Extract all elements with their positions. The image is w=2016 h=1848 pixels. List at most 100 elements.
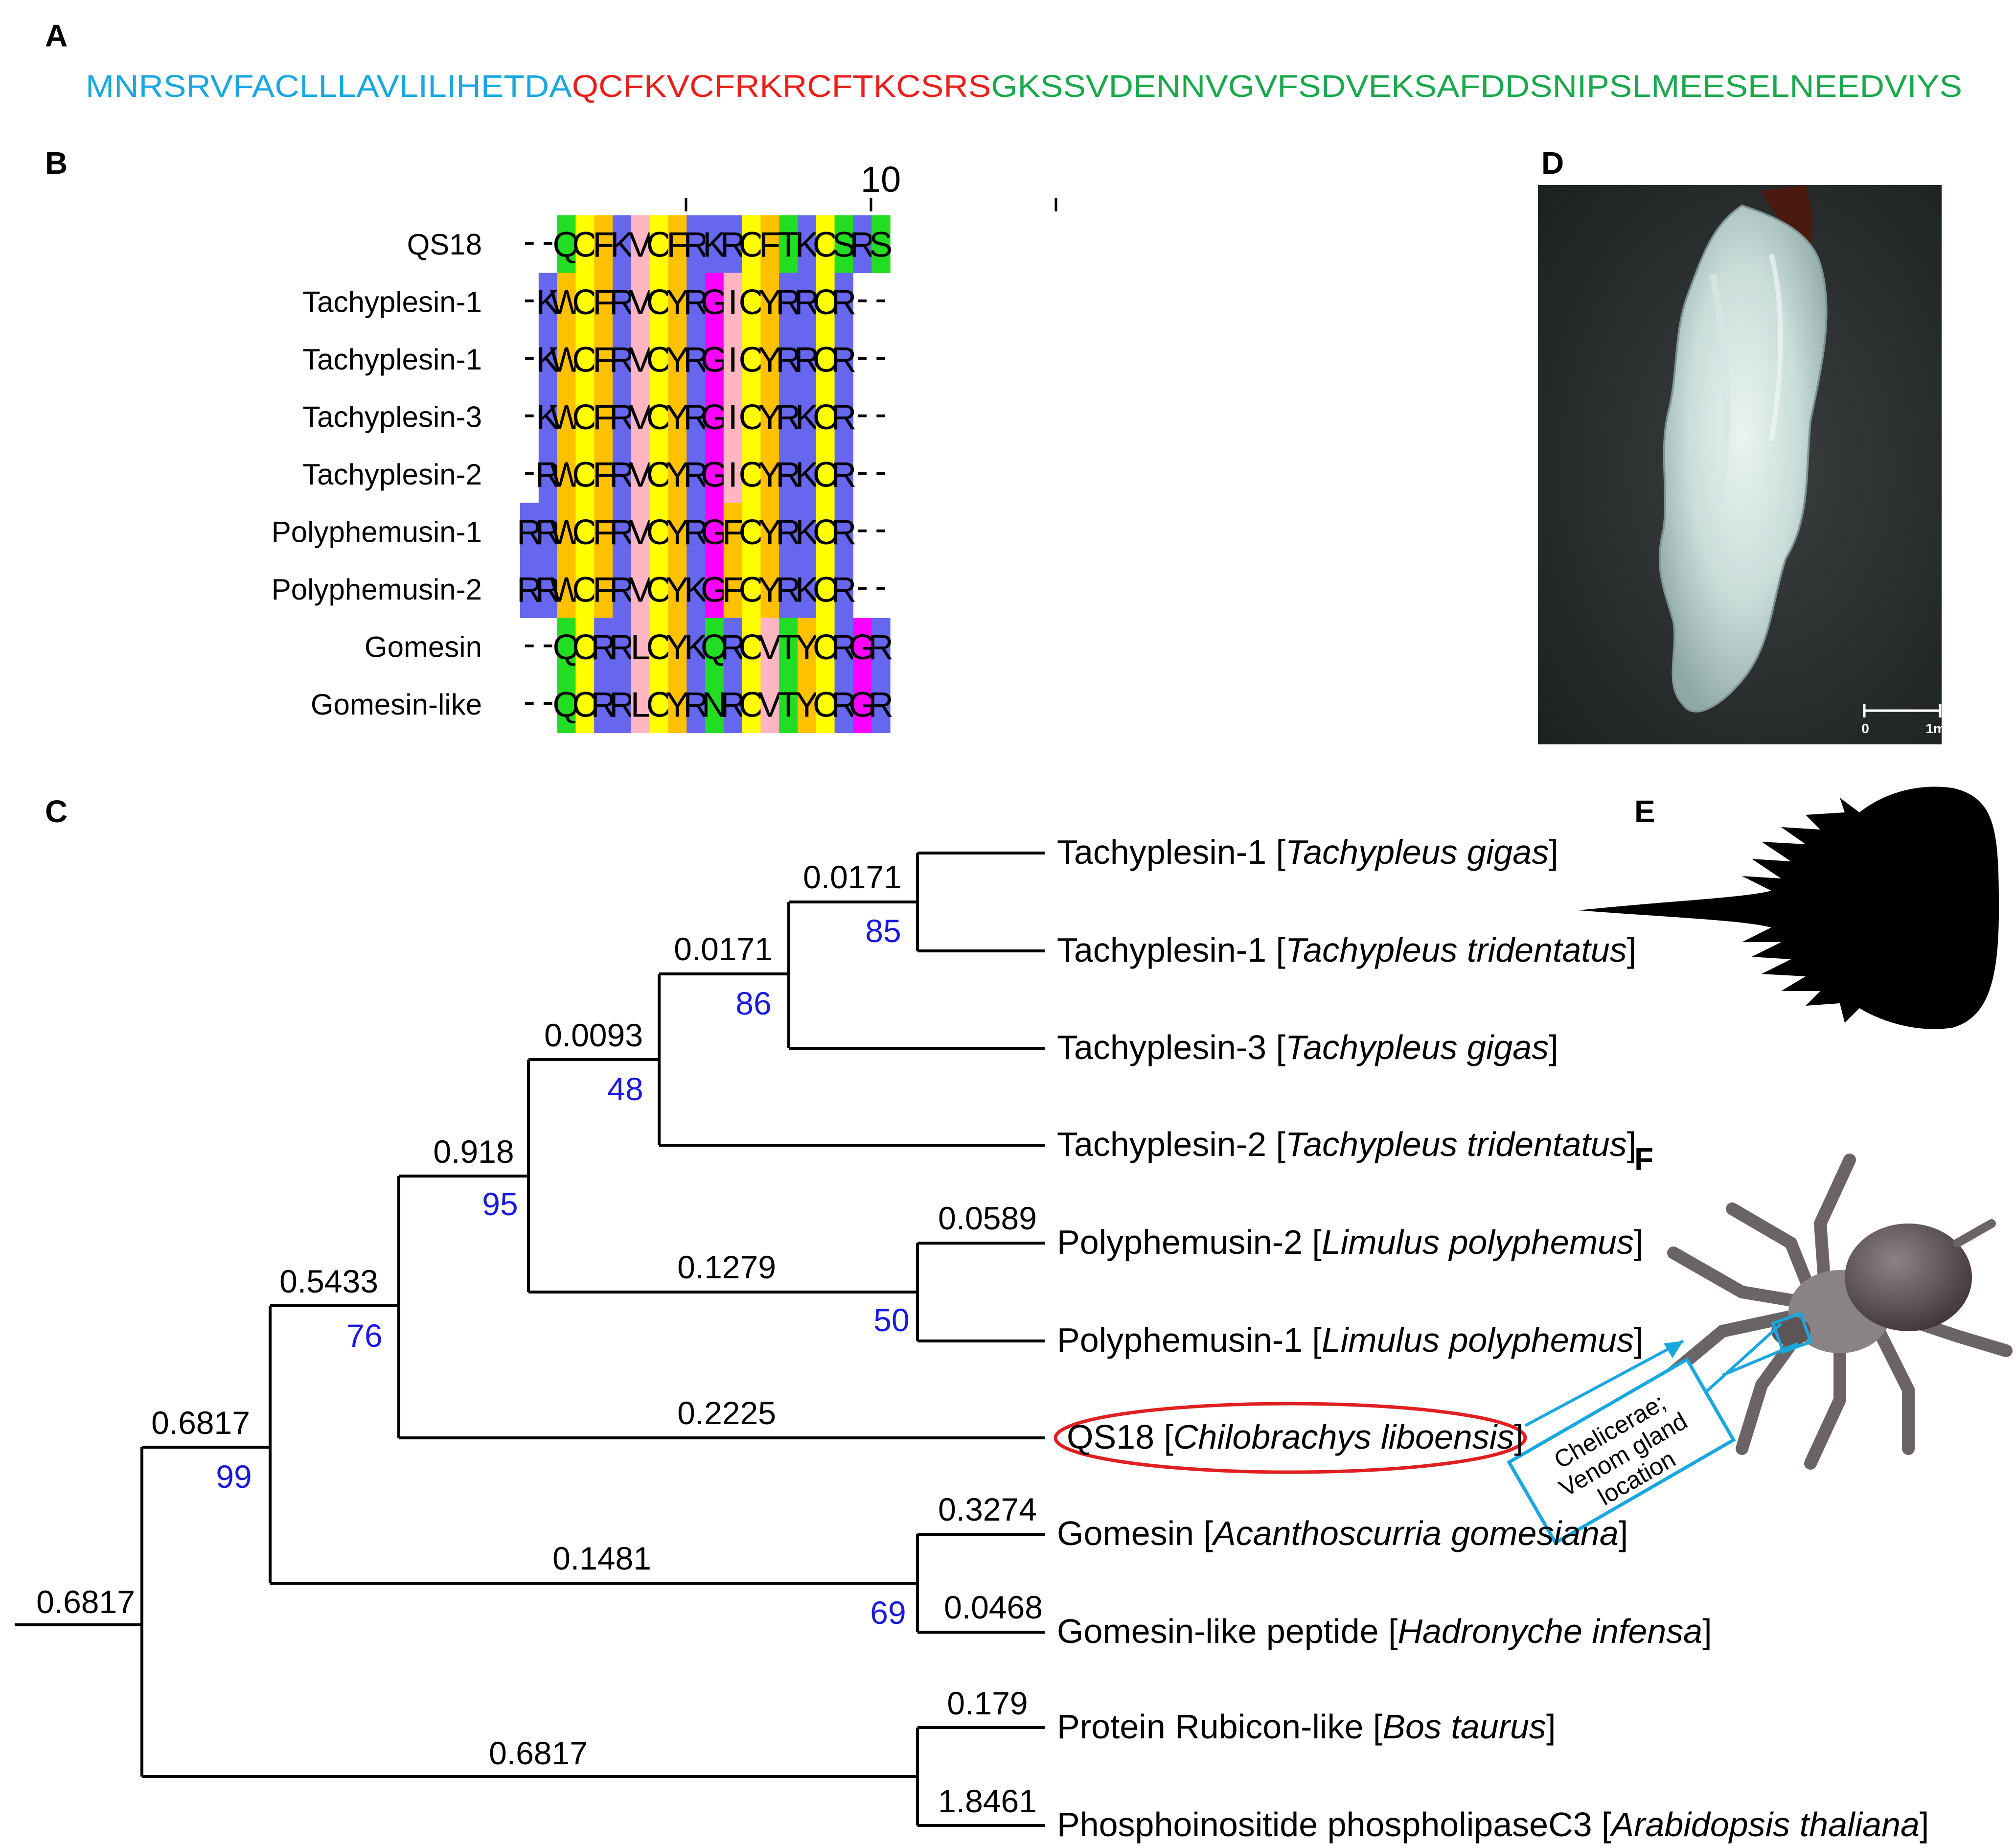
alignment-residue: C: [572, 341, 597, 380]
alignment-residue: C: [813, 456, 838, 495]
alignment-cell: [816, 388, 835, 446]
alignment-gap: -: [542, 221, 554, 260]
alignment-cell: [613, 273, 632, 331]
alignment-residue: C: [572, 283, 597, 322]
alignment-cell: [834, 503, 853, 561]
alignment-residue: V: [629, 456, 652, 495]
alignment-cell: [853, 618, 872, 676]
alignment-cell: [575, 273, 595, 331]
alignment-cell: [853, 215, 872, 274]
alignment-cell: [594, 560, 613, 619]
alignment-residue: F: [593, 513, 614, 552]
alignment-cell: [649, 445, 668, 504]
alignment-residue: R: [831, 283, 857, 322]
alignment-residue: K: [703, 226, 726, 265]
alignment-cell: [631, 388, 650, 446]
alignment-residue: R: [831, 456, 857, 495]
alignment-residue: K: [795, 513, 819, 552]
phylogenetic-tree: 0.0171 0.0171 0.0093 0.918 0.0589 0.1279…: [15, 833, 1929, 1844]
leaf-label: Tachyplesin-2 [Tachypleus tridentatus]: [1057, 1125, 1636, 1163]
alignment-residue: C: [739, 283, 764, 322]
alignment-cell: [705, 330, 724, 389]
alignment-residue: C: [813, 283, 838, 322]
alignment-residue: R: [683, 513, 709, 552]
alignment-cell: [575, 560, 595, 619]
alignment-cell: [613, 503, 632, 561]
alignment-cell: [742, 445, 761, 504]
alignment-gap: -: [875, 509, 887, 548]
alignment-residue: R: [831, 686, 857, 725]
alignment-residue: R: [831, 398, 857, 437]
alignment-cell: [557, 503, 576, 561]
alignment-cell: [760, 560, 779, 619]
alignment-residue: K: [684, 628, 708, 667]
alignment-residue: C: [813, 513, 838, 552]
spider-leg: [1873, 1325, 1915, 1455]
branch-length: 0.6817: [151, 1405, 250, 1441]
alignment-cell: [798, 445, 817, 504]
venom-gland: [1658, 204, 1828, 713]
alignment-residue: R: [591, 628, 616, 667]
alignment-residue: Y: [758, 571, 781, 610]
alignment-cell: [760, 618, 779, 676]
alignment-cell: [779, 675, 798, 734]
alignment-cell: [594, 330, 613, 389]
alignment-cell: [668, 618, 687, 676]
alignment-residue: R: [683, 341, 709, 380]
alignment-residue: C: [646, 226, 672, 265]
alignment-cell: [779, 618, 798, 676]
bootstrap-labels: 85 86 48 95 50 76 99 69: [216, 913, 909, 1631]
alignment-cell: [613, 445, 632, 504]
alignment-gap: -: [856, 279, 868, 318]
alignment-cell: [649, 503, 668, 561]
alignment-residue: C: [646, 571, 672, 610]
alignment-cell: [779, 388, 798, 446]
alignment-cell: [687, 675, 706, 734]
alignment-cell: [613, 560, 632, 619]
alignment-residue: G: [848, 686, 876, 725]
alignment-residue: C: [646, 513, 672, 552]
bootstrap-value: 76: [346, 1317, 382, 1354]
alignment-residue: K: [684, 571, 708, 610]
alignment-cell: [538, 273, 558, 331]
alignment-residue: C: [739, 513, 764, 552]
alignment-residue: Y: [758, 456, 781, 495]
alignment-cell: [631, 503, 650, 561]
alignment-cell: [649, 675, 668, 734]
alignment-residue: Y: [665, 456, 689, 495]
alignment-residue: R: [776, 398, 801, 437]
leaf-label: Phosphoinositide phospholipaseC3 [Arabid…: [1057, 1805, 1929, 1844]
alignment-residue: R: [517, 571, 542, 610]
alignment-residue: C: [739, 341, 764, 380]
alignment-residue: V: [629, 341, 652, 380]
alignment-cell: [871, 215, 891, 274]
callout-line: [1721, 1342, 1799, 1377]
alignment-sequence-name: QS18: [407, 228, 482, 261]
alignment-residue: R: [609, 398, 635, 437]
bootstrap-value: 95: [482, 1186, 518, 1222]
alignment-residue: R: [591, 686, 616, 725]
alignment-gap: -: [856, 336, 868, 375]
alignment-residue: R: [535, 456, 561, 495]
alignment-residue: F: [722, 571, 744, 610]
branch-length: 0.6817: [36, 1584, 135, 1620]
alignment-residue: G: [701, 341, 728, 380]
alignment-cell: [631, 675, 650, 734]
alignment-residue: K: [795, 226, 819, 265]
alignment-cell: [575, 215, 595, 274]
alignment-cell: [557, 675, 576, 734]
alignment-residue: R: [849, 226, 875, 265]
alignment-cell: [668, 330, 687, 389]
alignment-cell: [631, 618, 650, 676]
alignment-cell: [557, 215, 576, 274]
alignment-residue: R: [720, 226, 746, 265]
branch-length: 0.2225: [677, 1395, 776, 1431]
branch-length: 0.918: [433, 1133, 514, 1170]
alignment-residue: R: [831, 341, 857, 380]
mature-peptide: QCFKVCFRKRCFTKCSRS: [572, 69, 991, 104]
leaf-label: Polyphemusin-1 [Limulus polyphemus]: [1057, 1321, 1643, 1359]
alignment-cell: [631, 215, 650, 274]
alignment-cell: [723, 618, 743, 676]
alignment-residue: Y: [665, 571, 689, 610]
leaf-label: Gomesin-like peptide [Hadronyche infensa…: [1057, 1612, 1712, 1650]
